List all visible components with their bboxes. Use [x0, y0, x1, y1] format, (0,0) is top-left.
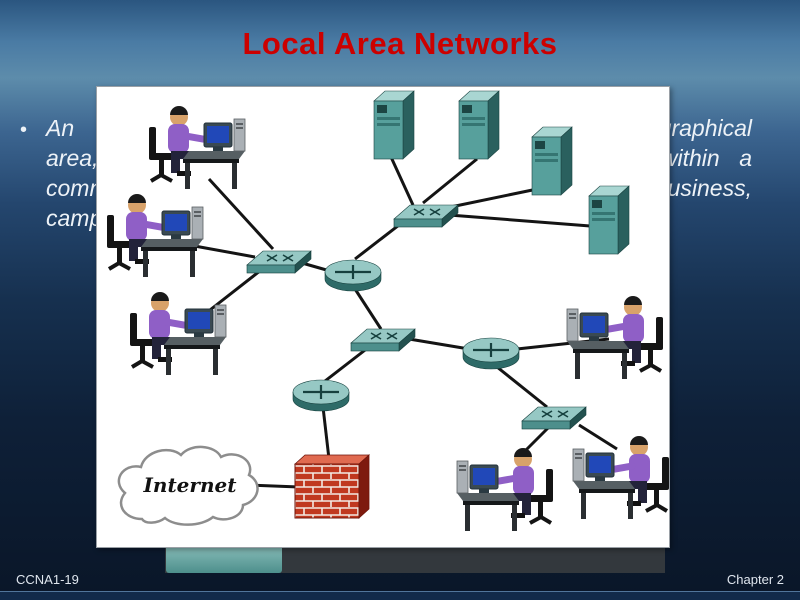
workstation-icon [455, 446, 555, 533]
bottom-strip [0, 591, 800, 600]
router-icon [291, 378, 351, 413]
server-icon [458, 90, 500, 160]
bullet-marker: • [20, 119, 28, 141]
server-icon [531, 126, 573, 196]
network-diagram-image: Internet [96, 86, 670, 548]
link-line [422, 157, 478, 205]
workstation-icon [128, 290, 228, 377]
link-line [207, 177, 275, 251]
router-icon [323, 258, 383, 293]
footer-chapter: Chapter 2 [726, 572, 784, 587]
workstation-icon [565, 294, 665, 381]
link-line [324, 345, 370, 383]
network-diagram: Internet [105, 90, 669, 533]
slide-title: Local Area Networks [242, 26, 558, 61]
internet-label: Internet [143, 473, 238, 497]
workstation-icon [105, 192, 205, 279]
link-line [448, 213, 604, 229]
link-line [440, 185, 548, 211]
server-icon [588, 185, 630, 255]
hidden-graphic-edge [166, 543, 282, 573]
workstation-icon [571, 434, 669, 521]
link-line [578, 423, 618, 451]
link-line [188, 243, 256, 259]
switch-icon [393, 204, 459, 228]
link-line [321, 406, 331, 460]
internet-cloud-icon [117, 445, 259, 526]
link-line [496, 365, 548, 409]
link-lines [188, 156, 618, 489]
switch-icon [246, 250, 312, 274]
footer-slide-id: CCNA1-19 [16, 572, 79, 587]
workstation-icon [147, 104, 247, 191]
switch-icon [350, 328, 416, 352]
link-line [408, 337, 470, 351]
link-line [389, 156, 415, 206]
switch-icon [521, 406, 587, 430]
router-icon [461, 336, 521, 371]
server-icon [373, 90, 415, 160]
firewall-icon [293, 454, 371, 519]
link-line [353, 288, 383, 330]
